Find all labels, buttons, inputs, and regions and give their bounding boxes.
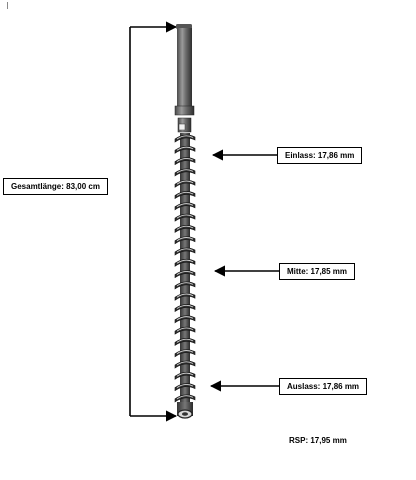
inlet-label: Einlass: 17,86 mm [277,147,363,164]
screw-flight-highlight [176,146,194,151]
screw-flight-highlight [176,383,194,388]
screw-flight-highlight [176,214,194,219]
shaft-top-cap [176,24,192,29]
shaft-notch-window [178,123,186,131]
screw-core [180,133,190,404]
screw-flight-highlight [176,157,194,162]
tip-bore [182,412,188,416]
screw-flight-highlight [176,203,194,208]
screw-flight-highlight [176,304,194,309]
screw-shaft [174,24,195,133]
screw-flight-highlight [176,316,194,321]
screw-flight-highlight [176,191,194,196]
cursor-tick [7,2,8,9]
screw-flight-highlight [176,293,194,298]
shaft-collar [174,105,195,116]
screw-flight-highlight [176,225,194,230]
screw-flight-highlight [176,169,194,174]
screw-flight-highlight [176,327,194,332]
screw-flight-highlight [176,237,194,242]
screw-flight-highlight [176,180,194,185]
screw-flight-highlight [176,135,194,140]
screw-flight-highlight [176,350,194,355]
screw-flight-highlight [176,395,194,400]
screw-tip [177,402,193,419]
outlet-label: Auslass: 17,86 mm [279,378,368,395]
shaft-smooth-section [177,28,192,108]
screw-flight-highlight [176,372,194,377]
screw-flight-highlight [176,361,194,366]
screw-flight-highlight [176,248,194,253]
screw-flights [174,133,196,404]
rsp-label: RSP: 17,95 mm [289,436,347,445]
screw-flight-highlight [176,282,194,287]
screw-flight-highlight [176,259,194,264]
length-bracket [129,21,178,422]
middle-label: Mitte: 17,85 mm [279,263,356,280]
total-length-label: Gesamtlänge: 83,00 cm [3,178,108,195]
screw-flight-highlight [176,338,194,343]
screw-flight-highlight [176,270,194,275]
